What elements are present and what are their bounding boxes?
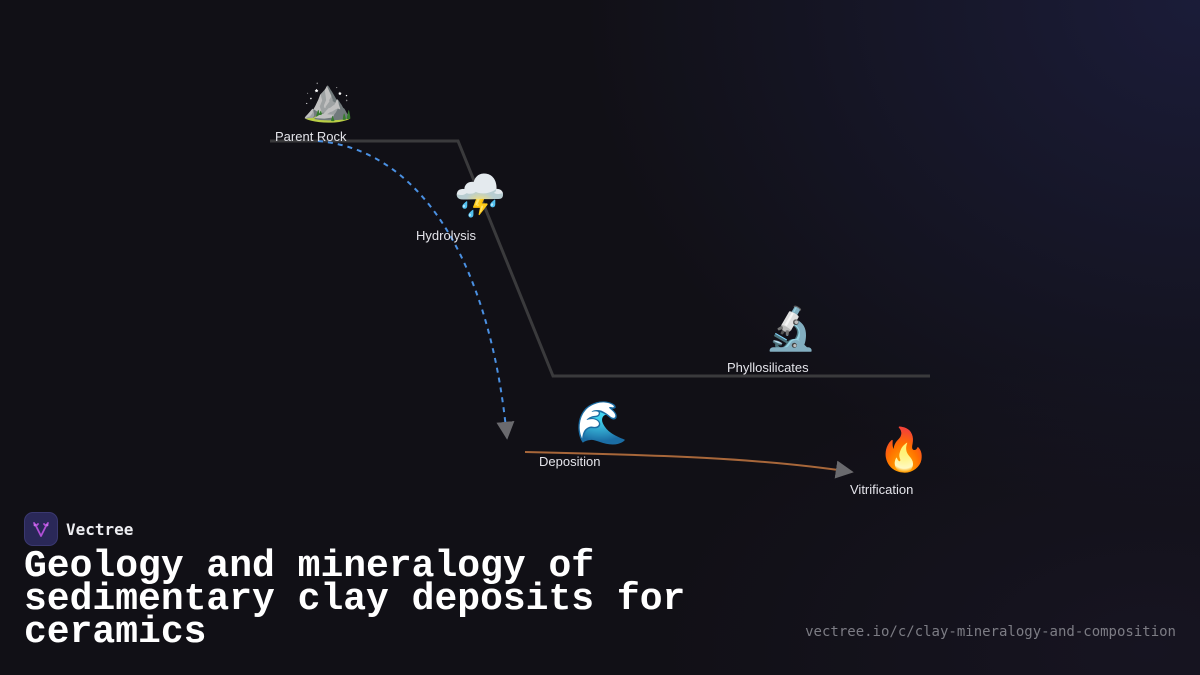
mountain-icon: ⛰️ [301,75,355,124]
page-title: Geology and mineralogy of sedimentary cl… [24,545,686,654]
brand-logo [24,512,58,546]
node-label: Vitrification [850,482,914,497]
node-label: Phyllosilicates [727,360,809,375]
water-wave-icon: 🌊 [575,398,629,447]
vectree-fork-icon [33,522,49,537]
dashed-arrow-edge [317,140,515,440]
node-label: Deposition [539,454,601,469]
source-url[interactable]: vectree.io/c/clay-mineralogy-and-composi… [805,624,1176,640]
node-label: Parent Rock [275,129,347,144]
step-line-edge [270,139,930,378]
node-label: Hydrolysis [416,228,476,243]
microscope-icon: 🔬 [764,304,818,353]
thunder-cloud-rain-icon: ⛈️ [453,171,507,220]
brand: Vectree [24,512,133,546]
solid-arrow-edge [524,451,854,479]
fire-icon: 🔥 [877,425,931,474]
brand-name: Vectree [66,519,134,539]
